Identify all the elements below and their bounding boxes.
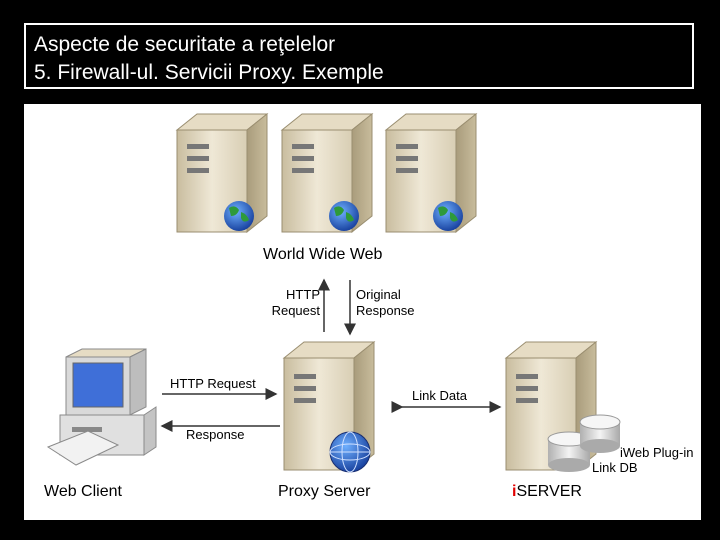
proxy-server [282, 340, 376, 473]
www-server-3 [384, 112, 478, 234]
proxy-server-label: Proxy Server [278, 483, 371, 500]
diagram-svg [46, 112, 621, 473]
iserver-label-i: i [512, 483, 517, 500]
iserver-label-rest: SERVER [516, 483, 582, 500]
link-db-label: Link DB [592, 460, 638, 475]
slide-title: Aspecte de securitate a reţelelor 5. Fir… [24, 23, 694, 89]
title-line-2: 5. Firewall-ul. Servicii Proxy. Exemple [34, 61, 384, 84]
link-data-label: Link Data [412, 388, 467, 403]
www-label: World Wide Web [263, 246, 383, 263]
original-response-line-2: Response [356, 303, 415, 318]
http-request-up-line-2: Request [271, 303, 320, 318]
plugin-label: iWeb Plug-in [620, 445, 694, 460]
www-server-1 [175, 112, 269, 234]
globe-icon [433, 201, 463, 231]
original-response-label: Original Response [356, 287, 415, 319]
title-line-1: Aspecte de securitate a reţelelor [34, 33, 336, 56]
globe-icon [224, 201, 254, 231]
web-client-computer [46, 348, 157, 466]
http-request-up-label: HTTP Request [268, 287, 320, 319]
original-response-line-1: Original [356, 287, 401, 302]
response-client-label: Response [186, 427, 245, 442]
http-request-client-label: HTTP Request [170, 376, 256, 391]
iserver-label: iSERVER [512, 483, 582, 501]
www-server-2 [280, 112, 374, 234]
globe-icon [329, 201, 359, 231]
keyboard-icon [46, 430, 120, 466]
web-client-label: Web Client [44, 483, 122, 500]
diagram-panel: World Wide Web HTTP Request Original Res… [24, 104, 701, 520]
link-db-icon [547, 414, 621, 472]
http-request-up-line-1: HTTP [286, 287, 320, 302]
